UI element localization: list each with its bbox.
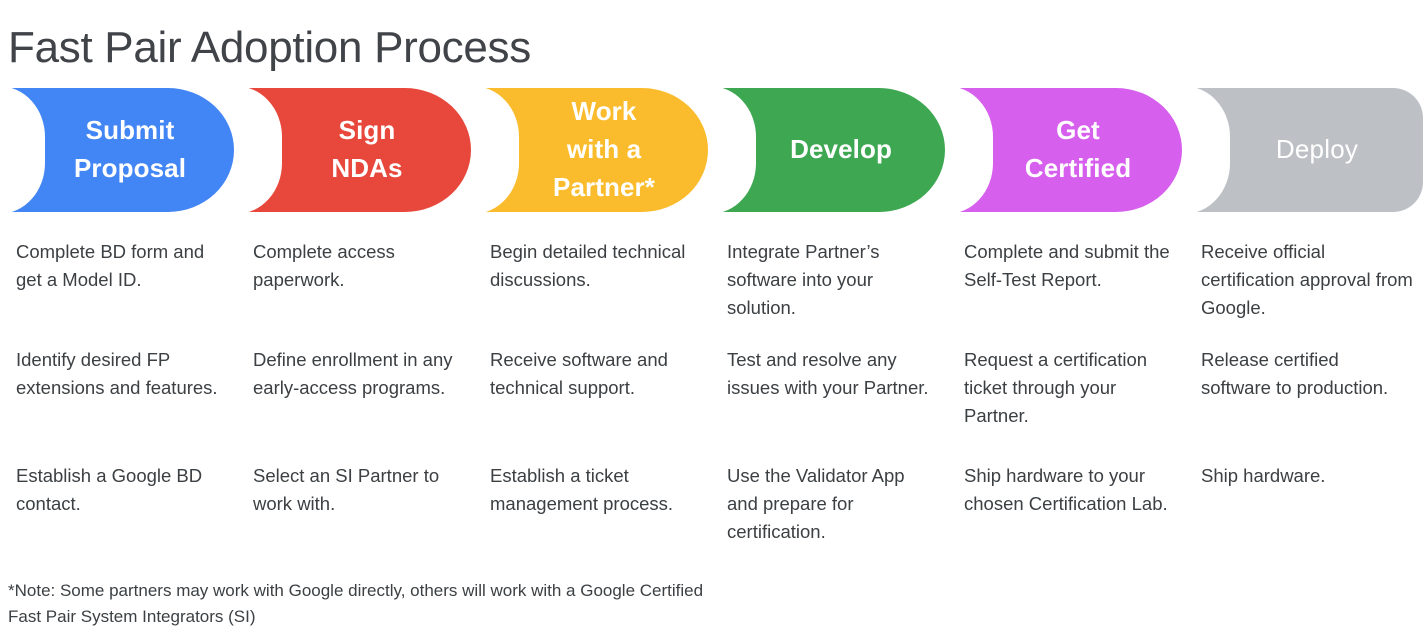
stage-step-item: Identify desired FP extensions and featu… (16, 349, 218, 399)
stage-step-item: Complete access paperwork. (253, 241, 395, 291)
stage-step-item: Establish a ticket management process. (490, 465, 674, 515)
stage-step-item: Define enrollment in any early-access pr… (253, 349, 453, 399)
stage-chevron-label: Get Certified (1024, 115, 1132, 183)
stage-step-item: Select an SI Partner to work with. (253, 465, 440, 515)
stage-chevron-red[interactable]: Sign NDAs (236, 86, 471, 214)
stage-step-item: Release certified software to production… (1201, 349, 1389, 399)
stage-step-item: Integrate Partner’s software into your s… (727, 241, 880, 319)
stage-chevron-magenta[interactable]: Get Certified (947, 86, 1182, 214)
stage-chevron-yellow[interactable]: Work with a Partner* (473, 86, 708, 214)
stage-chevron-label: Submit Proposal (73, 115, 187, 183)
footnote-note: *Note: Some partners may work with Googl… (8, 581, 704, 626)
stage-chevron-blue[interactable]: Submit Proposal (0, 86, 234, 214)
stage-step-item: Use the Validator App and prepare for ce… (727, 465, 905, 543)
stage-step-item: Complete BD form and get a Model ID. (16, 241, 205, 291)
stage-chevron-band: Submit Proposal Sign NDAs Work with a Part… (0, 86, 1423, 214)
page-title: Fast Pair Adoption Process (8, 23, 531, 73)
stage-chevron-gray[interactable]: Deploy (1184, 86, 1423, 214)
stage-chevron-label: Deploy (1275, 134, 1359, 165)
stage-step-item: Receive official certification approval … (1201, 241, 1413, 319)
stage-step-item: Begin detailed technical discussions. (490, 241, 686, 291)
stage-chevron-label: Sign NDAs (331, 115, 403, 183)
stage-step-item: Receive software and technical support. (490, 349, 668, 399)
stage-step-item: Complete and submit the Self-Test Report… (964, 241, 1170, 291)
stage-chevron-green[interactable]: Develop (710, 86, 945, 214)
stage-chevron-label: Develop (790, 134, 892, 165)
stage-step-item: Test and resolve any issues with your Pa… (727, 349, 929, 399)
stage-step-item: Request a certification ticket through y… (964, 349, 1148, 427)
stage-step-item: Ship hardware. (1201, 465, 1326, 486)
stage-step-item: Ship hardware to your chosen Certificati… (964, 465, 1168, 515)
stage-step-item: Establish a Google BD contact. (16, 465, 203, 515)
stage-detail-columns: Complete BD form and get a Model ID. Iden… (0, 238, 1423, 568)
stage-chevron-label: Work with a Partner* (553, 96, 655, 202)
